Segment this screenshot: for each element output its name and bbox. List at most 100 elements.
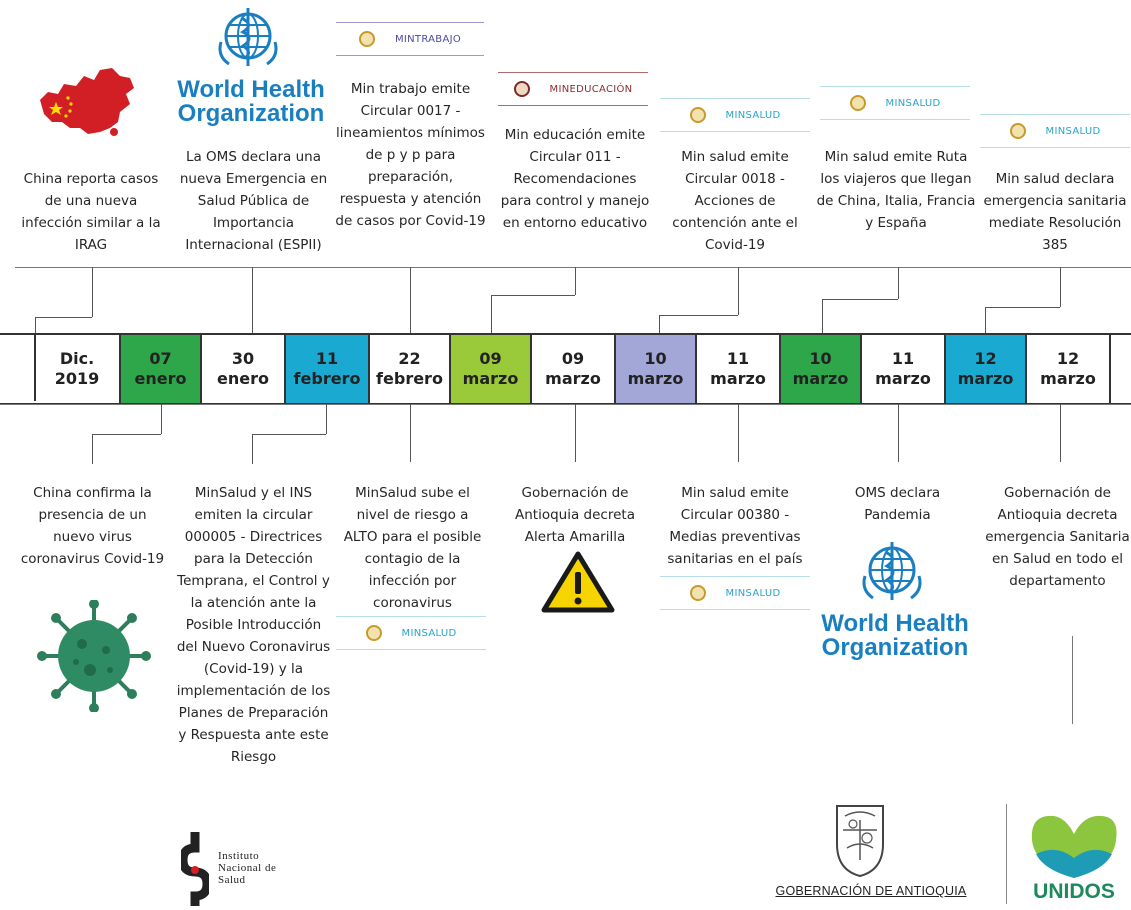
date-month: 2019 [54,369,100,388]
event-gob-emergencia: Gobernación de Antioquia decreta emergen… [985,485,1130,589]
unidos-logo-icon [1031,815,1117,878]
connector [1060,404,1061,462]
date-day: 12 [974,349,997,368]
date-month: marzo [627,369,684,388]
connector [326,404,327,434]
connector [161,404,162,434]
connector [898,404,899,462]
ins-logo-text: Instituto Nacional de Salud [218,850,276,886]
event-minsalud-riesgo: MinSalud sube el nivel de riesgo a ALTO … [343,485,482,611]
connector [35,317,36,333]
connector [985,307,1060,308]
event-gob-alerta: Gobernación de Antioquia decreta Alerta … [515,485,635,545]
minsalud-label: MINSALUD [401,627,457,639]
minsalud-tag: MINSALUD [980,114,1130,148]
connector [410,267,411,333]
who-emblem-icon [218,8,278,66]
china-map-icon [40,68,134,136]
date-month: marzo [875,369,931,388]
ins-line2: Nacional de [218,862,277,874]
date-day: 30 [231,349,255,368]
who-line2: Organization [821,634,969,661]
who-emblem-icon [862,542,922,600]
date-day: 10 [644,349,667,368]
minsalud-label: MINSALUD [1045,125,1101,137]
date-day: 10 [809,349,832,368]
timeline-left-edge [34,335,36,401]
date-month: marzo [710,369,766,388]
date-day: 22 [398,349,421,368]
date-day: 12 [1056,349,1080,368]
divider [1006,804,1007,904]
connector [92,434,161,435]
connector [822,299,898,300]
connector [822,299,823,333]
unidos-label: UNIDOS [1033,880,1115,903]
connector [738,404,739,462]
connector [35,317,92,318]
connector [15,267,1131,268]
event-minsalud-ruta: Min salud emite Ruta los viajeros que ll… [816,149,976,231]
date-month: febrero [293,369,361,388]
who-logo-text-top: World Health Organization [176,78,326,126]
mintrabajo-label: MINTRABAJO [394,33,462,45]
minsalud-tag: MINSALUD [660,576,810,610]
connector [985,307,986,333]
connector [252,434,253,464]
event-minsalud-00380: Min salud emite Circular 00380 - Medias … [667,485,803,567]
date-month: enero [217,369,269,388]
event-china-reporta: China reporta casos de una nueva infecci… [21,171,161,253]
colombia-seal-icon [1009,123,1026,139]
date-day: 09 [561,349,585,368]
minsalud-label: MINSALUD [725,587,781,599]
timeline-date: Dic.2019 [35,335,121,403]
date-month: marzo [462,369,519,388]
colombia-seal-icon [358,31,375,47]
event-mineducacion: Min educación emite Circular 011 - Recom… [500,127,650,231]
mintrabajo-tag: MINTRABAJO [336,22,484,56]
minsalud-tag: MINSALUD [336,616,486,650]
ins-line1: Instituto [218,850,260,862]
gobernacion-label: GOBERNACIÓN DE ANTIOQUIA [775,884,967,898]
ins-line3: Salud [218,874,246,886]
colombia-seal-icon [689,107,706,123]
minsalud-label: MINSALUD [725,109,781,121]
who-line2: Organization [177,100,325,127]
date-month: marzo [792,369,849,388]
connector [0,404,1131,405]
event-minsalud-0018: Min salud emite Circular 0018 - Acciones… [672,149,798,253]
minsalud-label: MINSALUD [885,97,941,109]
connector [252,267,253,333]
colombia-seal-icon [849,95,866,111]
ins-logo-icon [181,832,209,906]
date-day: 11 [726,349,750,368]
event-minsalud-385: Min salud declara emergencia sanitaria m… [983,171,1127,253]
connector [575,267,576,295]
who-logo-text-bottom: World Health Organization [820,612,970,660]
event-oms-pandemia: OMS declara Pandemia [854,485,941,523]
date-month: febrero [376,369,443,388]
connector [898,267,899,299]
connector [659,315,738,316]
minsalud-tag: MINSALUD [820,86,970,120]
connector [491,295,575,296]
connector [92,434,93,464]
date-day: 11 [315,349,339,368]
warning-icon [541,551,615,613]
colombia-seal-icon [365,625,382,641]
connector [1072,636,1073,724]
who-line1: World Health [821,610,969,637]
mineducacion-tag: MINEDUCACIÓN [498,72,648,106]
connector [738,267,739,315]
connector [491,295,492,333]
